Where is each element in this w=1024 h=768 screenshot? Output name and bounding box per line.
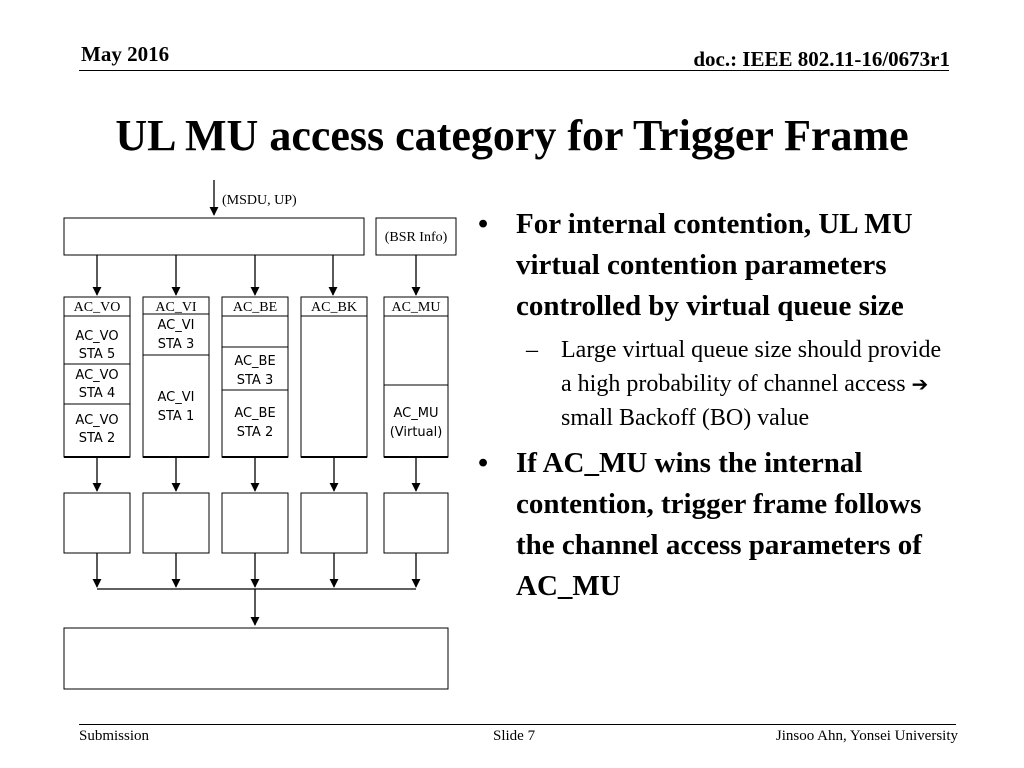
footer-slide-number: Slide 7 [493,728,536,744]
header-rule [79,70,949,71]
footer-rule [79,724,956,725]
classifier-box [63,217,365,256]
queue-label-ac-mu: AC_MU [391,300,440,315]
svg-text:STA 2: STA 2 [237,425,273,440]
ac-vo-entry-sta5: AC_VO [75,329,118,344]
queue-ac-vo [63,296,131,458]
bsr-info-label: (BSR Info) [385,230,448,245]
queue-label-ac-vo: AC_VO [74,300,121,315]
svg-text:STA 3: STA 3 [158,337,194,352]
svg-text:STA 5: STA 5 [79,347,115,362]
bullet-text: If AC_MU wins the internal contention, t… [516,447,922,602]
input-label: (MSDU, UP) [222,193,297,208]
bullet-item: • For internal contention, UL MU virtual… [478,208,913,322]
ac-mu-entry-virtual: AC_MU [394,406,439,421]
svg-text:STA 4: STA 4 [79,386,115,401]
queue-label-ac-bk: AC_BK [311,300,357,315]
ac-vo-entry-sta4: AC_VO [75,368,118,383]
sub-bullet-text-tail: small Backoff (BO) value [561,405,810,431]
internal-contention-box [63,627,449,690]
edca-box-be [221,492,289,554]
svg-text:STA 1: STA 1 [158,409,194,424]
edca-box-mu [383,492,449,554]
queue-label-ac-be: AC_BE [233,300,277,315]
queue-ac-bk [300,296,368,458]
bullet-text: For internal contention, UL MU virtual c… [516,208,913,322]
queue-label-ac-vi: AC_VI [155,300,197,315]
bullet-item: • If AC_MU wins the internal contention,… [478,447,922,602]
queue-ac-mu [383,296,449,458]
sub-bullet-item: – Large virtual queue size should provid… [526,337,942,431]
ac-vi-entry-sta3: AC_VI [158,318,195,333]
edca-box-vi [142,492,210,554]
sub-bullet-text: Large virtual queue size should provide … [561,337,942,397]
ac-be-entry-sta2: AC_BE [234,406,275,421]
header-doc-id: doc.: IEEE 802.11-16/0673r1 [693,47,950,71]
footer-author: Jinsoo Ahn, Yonsei University [775,728,958,744]
svg-text:(Virtual): (Virtual) [390,425,443,440]
ac-vi-entry-sta1: AC_VI [158,390,195,405]
svg-text:STA 2: STA 2 [79,431,115,446]
slide-title: UL MU access category for Trigger Frame [115,111,909,160]
svg-text:STA 3: STA 3 [237,373,273,388]
ac-be-entry-sta3: AC_BE [234,354,275,369]
edca-box-vo [63,492,131,554]
bullet-list: • For internal contention, UL MU virtual… [478,204,948,613]
edca-box-bk [300,492,368,554]
footer-submission: Submission [79,728,150,744]
header-date: May 2016 [81,42,170,66]
ac-vo-entry-sta2: AC_VO [75,413,118,428]
right-arrow-icon: ➔ [911,372,929,396]
ac-queue-diagram: (MSDU, UP) (BSR Info) AC_VO AC_VO STA 5 … [63,180,457,690]
